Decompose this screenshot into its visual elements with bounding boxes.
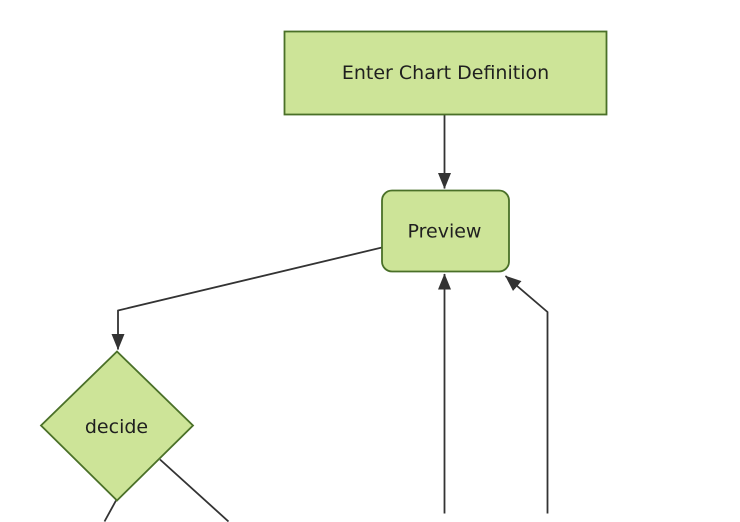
edge-decide-to-offscreen-left bbox=[103, 500, 117, 522]
edge-offscreen-right-to-preview bbox=[504, 275, 549, 514]
edge-preview-to-decide bbox=[111, 246, 383, 350]
enter-chart-definition-box bbox=[283, 30, 608, 116]
preview-box bbox=[381, 189, 510, 273]
decide-label: decide bbox=[85, 416, 148, 438]
edge-decide-to-offscreen-right bbox=[159, 458, 230, 522]
preview-label: Preview bbox=[408, 221, 482, 243]
edge-layer bbox=[103, 114, 549, 522]
decide-diamond bbox=[39, 350, 195, 502]
enter-chart-definition-label: Enter Chart Definition bbox=[342, 62, 549, 84]
node-decide: decide bbox=[39, 350, 195, 502]
node-preview: Preview bbox=[381, 189, 510, 273]
node-enter-chart-definition: Enter Chart Definition bbox=[283, 30, 608, 116]
